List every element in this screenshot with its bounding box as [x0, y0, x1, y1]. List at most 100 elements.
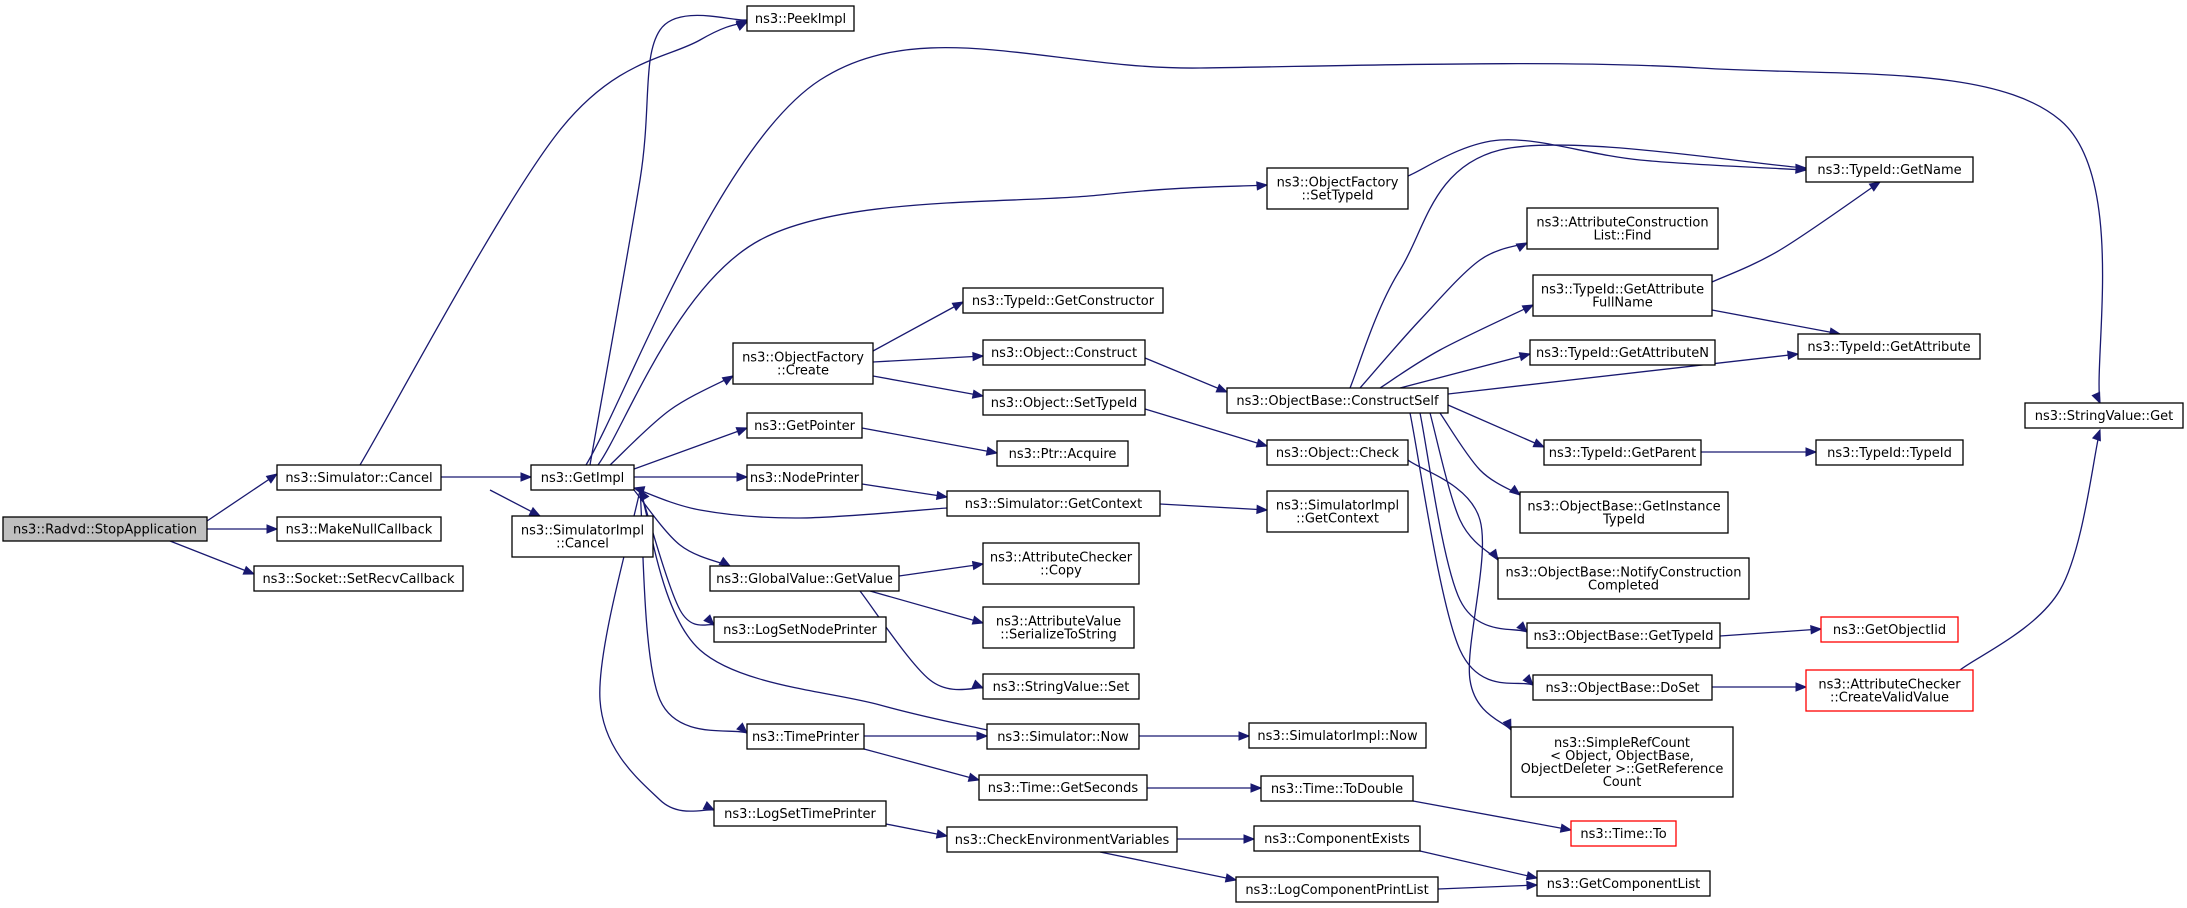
- arrowhead-icon: [971, 389, 985, 399]
- edge-line: [1719, 628, 1822, 637]
- node-label: ns3::AttributeChecker: [1818, 678, 1961, 693]
- node-label: ns3::GlobalValue::GetValue: [716, 572, 893, 587]
- arrowhead-icon: [967, 772, 981, 782]
- node-label: ns3::LogSetNodePrinter: [723, 623, 877, 638]
- arrowhead-icon: [1810, 624, 1823, 635]
- edge-line: [597, 184, 1268, 466]
- node-getobjectiid[interactable]: ns3::GetObjectIid: [1820, 616, 1959, 643]
- node-objcheck[interactable]: ns3::Object::Check: [1266, 439, 1409, 466]
- arrowhead-icon: [718, 556, 732, 567]
- node-getattrn[interactable]: ns3::TypeId::GetAttributeN: [1529, 339, 1716, 366]
- arrowhead-icon: [1515, 242, 1529, 252]
- node-getcomplist[interactable]: ns3::GetComponentList: [1536, 870, 1711, 897]
- arrowhead-icon: [735, 427, 749, 437]
- node-timeprinter[interactable]: ns3::TimePrinter: [746, 723, 865, 750]
- node-label: ns3::Object::Check: [1276, 446, 1400, 461]
- edge-line: [1349, 144, 1807, 389]
- node-getname[interactable]: ns3::TypeId::GetName: [1805, 156, 1974, 183]
- node-todouble[interactable]: ns3::Time::ToDouble: [1260, 775, 1414, 802]
- node-box: [1820, 616, 1959, 643]
- arrowhead-icon: [1518, 352, 1532, 362]
- node-createvalid[interactable]: ns3::AttributeChecker::CreateValidValue: [1805, 669, 1974, 712]
- edge-simgetcontext-to-simimplgetcontext: [1159, 503, 1269, 515]
- node-simcancel[interactable]: ns3::Simulator::Cancel: [276, 464, 442, 491]
- node-peekimpl[interactable]: ns3::PeekImpl: [746, 5, 855, 32]
- edge-todouble-to-timeto: [1412, 800, 1573, 833]
- node-getconstructor[interactable]: ns3::TypeId::GetConstructor: [962, 287, 1164, 314]
- node-aserial[interactable]: ns3::AttributeValue::SerializeToString: [982, 606, 1135, 649]
- edge-line: [609, 375, 734, 466]
- node-objsettypeid[interactable]: ns3::Object::SetTypeId: [982, 389, 1146, 416]
- edge-line: [1711, 309, 1841, 335]
- node-label: ns3::Simulator::GetContext: [965, 497, 1142, 512]
- node-simimplnow[interactable]: ns3::SimulatorImpl::Now: [1248, 722, 1427, 749]
- edge-stop-to-setrecv: [169, 540, 256, 575]
- node-simgetcontext[interactable]: ns3::Simulator::GetContext: [946, 490, 1161, 517]
- node-svset[interactable]: ns3::StringValue::Set: [982, 673, 1140, 700]
- edge-line: [1359, 242, 1528, 389]
- node-getseconds[interactable]: ns3::Time::GetSeconds: [978, 774, 1148, 801]
- edge-line: [859, 590, 984, 691]
- node-checkenv[interactable]: ns3::CheckEnvironmentVariables: [946, 826, 1178, 853]
- node-obgettypeid[interactable]: ns3::ObjectBase::GetTypeId: [1526, 622, 1721, 649]
- node-logsetnode[interactable]: ns3::LogSetNodePrinter: [713, 616, 887, 643]
- node-label: ns3::ObjectFactory: [742, 351, 864, 366]
- node-constructself[interactable]: ns3::ObjectBase::ConstructSelf: [1226, 387, 1449, 414]
- node-objconstruct[interactable]: ns3::Object::Construct: [982, 339, 1146, 366]
- node-box: [253, 565, 464, 592]
- node-nodeprinter[interactable]: ns3::NodePrinter: [746, 464, 863, 491]
- node-label: ns3::AttributeConstruction: [1536, 216, 1708, 231]
- node-getimpl[interactable]: ns3::GetImpl: [530, 464, 635, 491]
- node-simnow[interactable]: ns3::Simulator::Now: [986, 723, 1140, 750]
- node-getparent[interactable]: ns3::TypeId::GetParent: [1543, 439, 1702, 466]
- edge-line: [872, 355, 984, 363]
- node-label: TypeId: [1602, 513, 1645, 528]
- node-ptracquire[interactable]: ns3::Ptr::Acquire: [996, 440, 1129, 467]
- node-logsettime[interactable]: ns3::LogSetTimePrinter: [713, 800, 887, 827]
- node-logcompprint[interactable]: ns3::LogComponentPrintList: [1235, 876, 1439, 903]
- node-getattribute[interactable]: ns3::TypeId::GetAttribute: [1797, 333, 1981, 360]
- edge-gvgetvalue-to-acopy: [898, 560, 985, 577]
- node-makenull[interactable]: ns3::MakeNullCallback: [276, 516, 442, 542]
- node-stop[interactable]: ns3::Radvd::StopApplication: [2, 516, 208, 542]
- node-setrecv[interactable]: ns3::Socket::SetRecvCallback: [253, 565, 464, 592]
- edge-createvalid-to-svget: [1959, 428, 2101, 671]
- edge-line: [1407, 459, 1512, 731]
- arrowhead-icon: [528, 506, 542, 517]
- edge-constructself-to-getname: [1349, 144, 1808, 389]
- node-acopy[interactable]: ns3::AttributeChecker::Copy: [982, 542, 1140, 585]
- arrowhead-icon: [2091, 428, 2101, 442]
- arrowhead-icon: [1521, 304, 1535, 314]
- node-simimplgetcontext[interactable]: ns3::SimulatorImpl::GetContext: [1266, 490, 1409, 533]
- node-svget[interactable]: ns3::StringValue::Get: [2024, 402, 2184, 429]
- node-ofcreate[interactable]: ns3::ObjectFactory::Create: [732, 342, 874, 385]
- node-ofsettypeid[interactable]: ns3::ObjectFactory::SetTypeId: [1266, 167, 1409, 210]
- node-label: ns3::NodePrinter: [750, 471, 860, 486]
- node-label: ns3::ObjectBase::GetTypeId: [1534, 629, 1714, 644]
- node-timeto[interactable]: ns3::Time::To: [1570, 820, 1677, 847]
- node-label: ns3::TimePrinter: [752, 730, 860, 745]
- edge-getimpl-to-ofcreate: [609, 375, 735, 466]
- node-compexists[interactable]: ns3::ComponentExists: [1253, 825, 1421, 852]
- arrowhead-icon: [242, 565, 256, 575]
- node-getpointer[interactable]: ns3::GetPointer: [746, 412, 863, 439]
- node-simimplcancel[interactable]: ns3::SimulatorImpl::Cancel: [511, 515, 654, 558]
- node-label: ::CreateValidValue: [1830, 691, 1949, 706]
- node-simplerefcount[interactable]: ns3::SimpleRefCount< Object, ObjectBase,…: [1510, 726, 1734, 798]
- arrowhead-icon: [1250, 783, 1263, 793]
- node-box: [962, 287, 1164, 314]
- node-label: ns3::SimulatorImpl: [521, 524, 644, 539]
- edge-line: [869, 590, 984, 624]
- node-box: [732, 342, 874, 385]
- node-obdoset[interactable]: ns3::ObjectBase::DoSet: [1532, 674, 1713, 701]
- node-gvgetvalue[interactable]: ns3::GlobalValue::GetValue: [709, 565, 900, 592]
- node-notifycons[interactable]: ns3::ObjectBase::NotifyConstructionCompl…: [1497, 557, 1750, 600]
- edge-ofsettypeid-to-getname: [1407, 139, 1808, 177]
- node-box: [1266, 490, 1409, 533]
- edge-getimpl-to-timeprinter: [639, 489, 748, 734]
- node-typeidtypeid[interactable]: ns3::TypeId::TypeId: [1815, 439, 1964, 466]
- node-box: [1253, 825, 1421, 852]
